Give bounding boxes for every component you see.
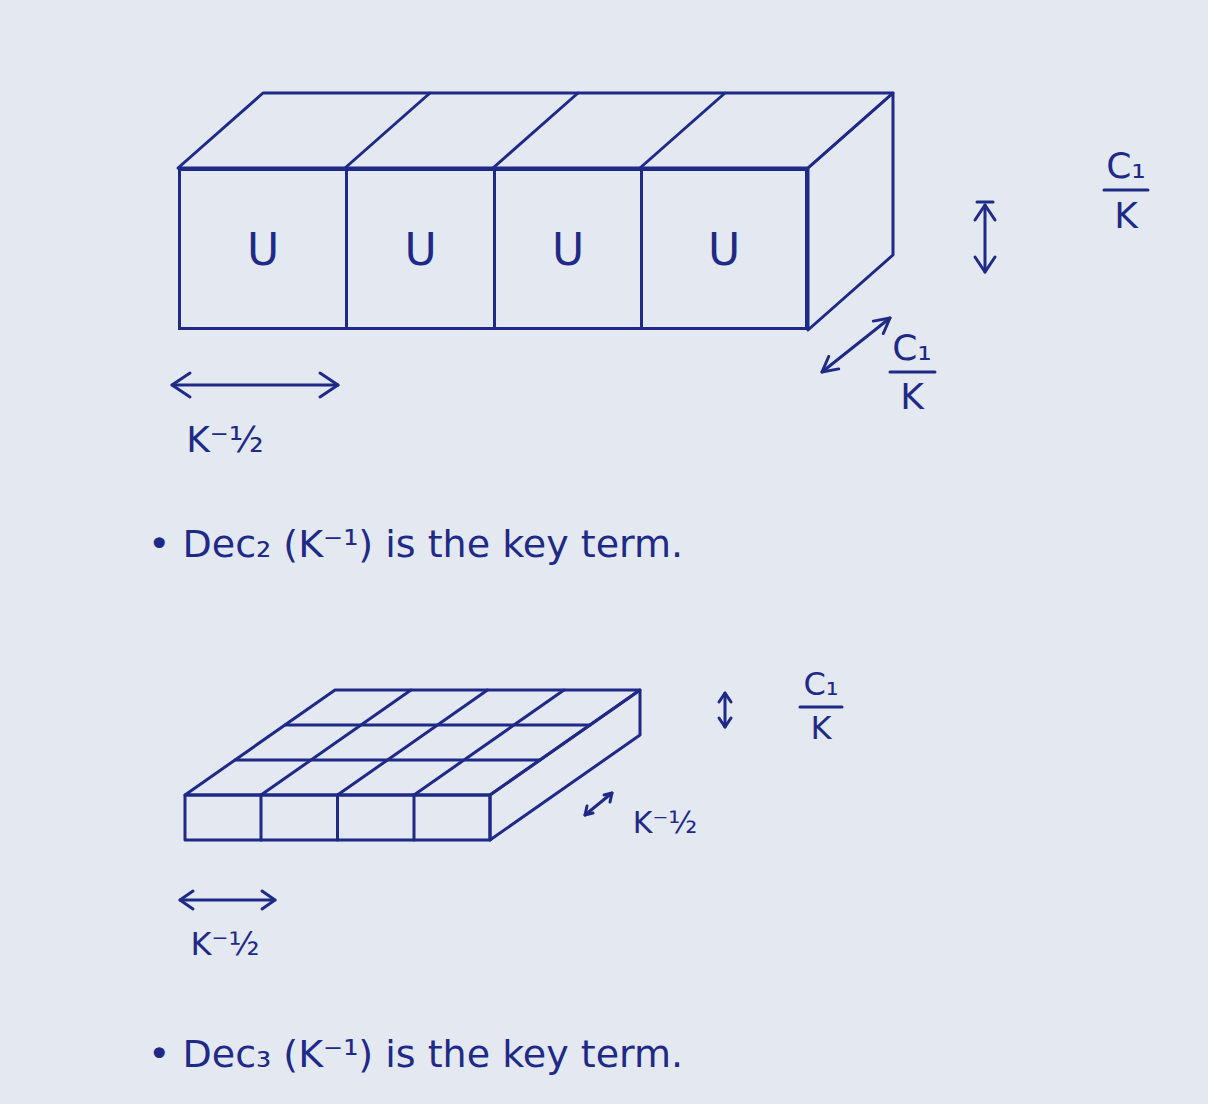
arrow-head xyxy=(262,891,275,909)
fraction-bar xyxy=(1104,189,1148,192)
dimension-arrow xyxy=(822,318,890,372)
face-label: U xyxy=(552,224,584,275)
face-label: U xyxy=(708,224,740,275)
arrow-head xyxy=(975,205,995,220)
arrow-head xyxy=(873,318,890,334)
dimension-label: K⁻½ xyxy=(186,420,264,460)
note-text: • Dec₂ (K⁻¹) is the key term. xyxy=(148,524,683,566)
fraction-numerator: C₁ xyxy=(803,667,838,702)
grid-line xyxy=(235,759,540,762)
note-text: • Dec₃ (K⁻¹) is the key term. xyxy=(148,1034,683,1076)
fraction-numerator: C₁ xyxy=(1106,146,1146,186)
fraction-denominator: K xyxy=(811,711,832,746)
fraction-numerator: C₁ xyxy=(892,328,932,368)
arrow-head xyxy=(822,357,839,373)
dimension-arrow xyxy=(724,693,727,727)
grid-line xyxy=(640,93,725,168)
arrow-head xyxy=(719,718,731,727)
grid-line xyxy=(493,93,578,168)
prism-side xyxy=(808,93,893,330)
dimension-arrow xyxy=(585,793,612,815)
grid-line xyxy=(261,690,411,795)
prism-top xyxy=(178,93,893,168)
dimension-arrow xyxy=(180,899,275,902)
arrow-head xyxy=(320,373,338,397)
grid-line xyxy=(285,724,590,727)
face-label: U xyxy=(404,224,436,275)
fraction-denominator: K xyxy=(1114,196,1138,236)
slab-front xyxy=(185,795,490,840)
grid-line xyxy=(413,795,416,840)
grid-line xyxy=(338,690,488,795)
face-box: U xyxy=(493,168,643,330)
face-box: U xyxy=(640,168,808,330)
grid-line xyxy=(336,795,339,840)
grid-line xyxy=(345,93,430,168)
fraction-bar xyxy=(890,371,935,374)
grid-line xyxy=(260,795,263,840)
dimension-arrow xyxy=(172,384,338,387)
fraction-denominator: K xyxy=(900,377,924,417)
arrow-head xyxy=(180,891,193,909)
face-box: U xyxy=(178,168,348,330)
dimension-label: K⁻½ xyxy=(191,927,260,962)
arrow-head xyxy=(604,793,612,802)
slab-top xyxy=(185,690,640,795)
face-label: U xyxy=(247,224,279,275)
grid-line xyxy=(414,690,564,795)
dimension-label: K⁻½ xyxy=(633,806,698,839)
face-box: U xyxy=(345,168,496,330)
slab-side xyxy=(490,690,640,840)
arrow-tick xyxy=(977,201,993,204)
arrow-head xyxy=(585,806,593,815)
dimension-arrow xyxy=(984,205,987,272)
arrow-head xyxy=(172,373,190,397)
fraction-bar xyxy=(800,706,842,709)
arrow-head xyxy=(719,693,731,702)
arrow-head xyxy=(975,257,995,272)
